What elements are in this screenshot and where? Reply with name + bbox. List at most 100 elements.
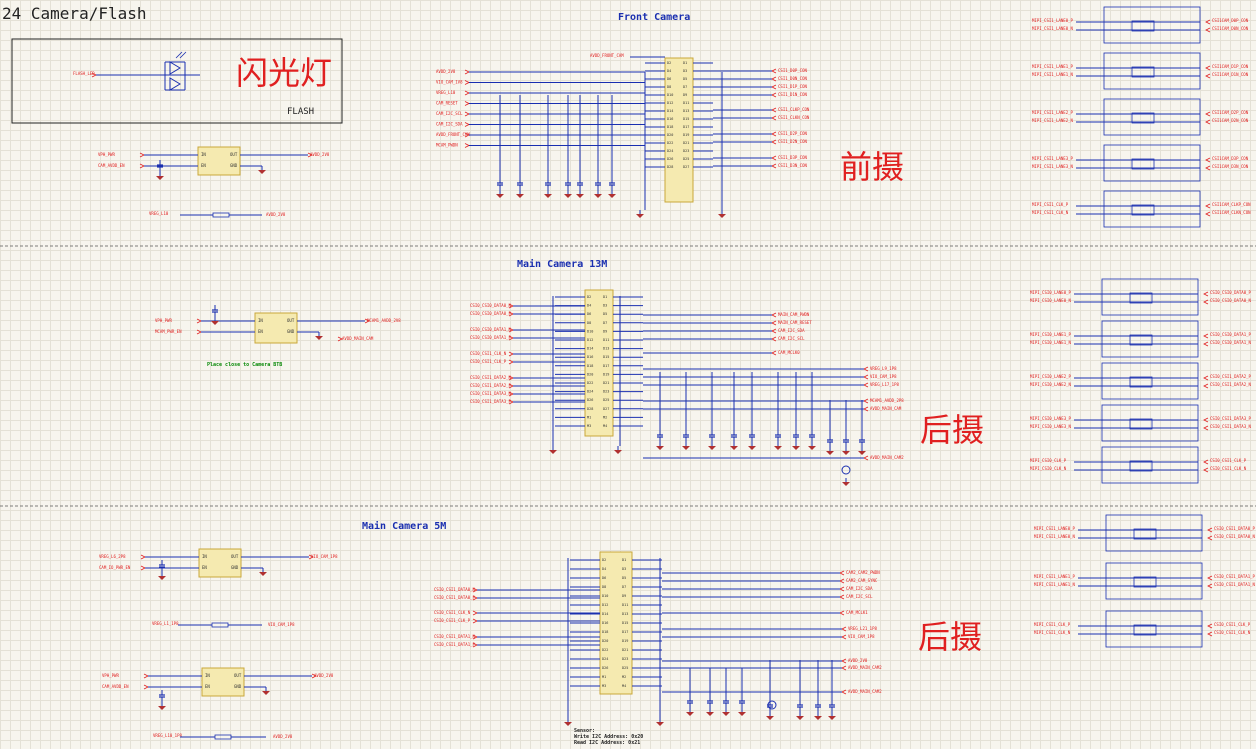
- led-symbol: [169, 61, 181, 91]
- ldo-m5a-bottom-in: VREG_L1_1P8: [152, 621, 179, 626]
- main5-pin: D1: [622, 558, 626, 562]
- ldo-top-gnd: [258, 170, 266, 174]
- front-left-port: [464, 111, 470, 117]
- ldo-m13-out2: AVDD_MAIN_CAM: [342, 336, 374, 341]
- main5-pin: D22: [602, 648, 608, 652]
- main13-filter-filter-frame: [1101, 446, 1199, 484]
- main13-filter-common-mode-choke: [1129, 376, 1153, 388]
- front-filter-out-net: CSI1CAM_D0N_CON: [1212, 26, 1249, 31]
- front-filter-port: [1205, 203, 1211, 209]
- front-right-port: [771, 76, 777, 82]
- main13-pin: D8: [587, 321, 591, 325]
- main5-conn-gnd: [656, 722, 664, 726]
- main5-decap-gnd: [738, 712, 746, 716]
- flash-box: [11, 38, 343, 124]
- main5-zh: 后摄: [918, 618, 983, 656]
- front-pin: D16: [667, 117, 673, 121]
- main5-note-write: Write I2C Address: 0x20: [574, 734, 644, 740]
- ldo-pin-label: IN: [201, 152, 206, 157]
- ldo-m13-port: [337, 336, 343, 342]
- front-filter-common-mode-choke: [1131, 158, 1155, 170]
- front-filter-filter-frame: [1103, 52, 1201, 90]
- flash-label: FLASH: [287, 107, 315, 117]
- main13-pin: M3: [587, 424, 591, 428]
- main5-pin: D15: [622, 621, 628, 625]
- main13-pin: D17: [603, 364, 609, 368]
- main5-decap-gnd: [686, 712, 694, 716]
- main5-left-port: [472, 610, 478, 616]
- front-right-net: CSI1_D3P_CON: [778, 155, 807, 160]
- front-filter-port: [1205, 165, 1211, 171]
- front-pin: D19: [683, 133, 689, 137]
- ldo-m5a-net-out: VIO_CAM_1P8: [311, 554, 338, 559]
- main13-filter-out-net: CSI0_CSI1_CLK_N: [1210, 466, 1247, 471]
- main5-pin: D10: [602, 594, 608, 598]
- front-pin: D21: [683, 141, 689, 145]
- main5-filter-in-net: MIPI_CSI1_LANE0_N: [1034, 534, 1076, 539]
- main5-pin: M1: [602, 675, 606, 679]
- main13-decap-gnd: [656, 446, 664, 450]
- main13-left-net: CSI0_CSI1_DATA2_P: [470, 383, 512, 388]
- main5-pin: D25: [622, 666, 628, 670]
- ldo-pin-label: OUT: [230, 152, 238, 157]
- front-filter-common-mode-choke: [1131, 66, 1155, 78]
- main5-filter-in-net: MIPI_CSI1_LANE0_P: [1034, 526, 1076, 531]
- main13-filter-in-net: MIPI_CSI0_CLK_P: [1030, 458, 1067, 463]
- front-right-net: CSI1_D3N_CON: [778, 163, 807, 168]
- main5-pin: D21: [622, 648, 628, 652]
- main5-pin: D13: [622, 612, 628, 616]
- main5-right-net: AVDD_2V8: [848, 658, 868, 663]
- main13-filter-in-net: MIPI_CSI0_LANE3_P: [1030, 416, 1072, 421]
- main13-right-port: [863, 455, 869, 461]
- ldo-m5b-port-in: [143, 684, 149, 690]
- main13-decap-gnd: [730, 446, 738, 450]
- front-filter-common-mode-choke: [1131, 112, 1155, 124]
- main13-filter-port: [1203, 333, 1209, 339]
- main13-filter-out-net: CSI0_CSI1_DATA3_P: [1210, 416, 1252, 421]
- front-left-net: CAM_RESET: [436, 101, 458, 106]
- main5-filter-in-net: MIPI_CSI1_LANE1_P: [1034, 574, 1076, 579]
- main13-connector: [584, 289, 614, 437]
- front-right-net: CSI1_CLKP_CON: [778, 107, 810, 112]
- main13-pin: D14: [587, 347, 593, 351]
- front-left-net: CAM_I2C_SDA: [436, 122, 463, 127]
- main13-right-port: [771, 350, 777, 356]
- main13-filter-filter-frame: [1101, 362, 1199, 400]
- main13-left-net: CSI0_CSI1_CLK_P: [470, 359, 507, 364]
- main13-right-net: AVDD_MAIN_CAM: [870, 406, 902, 411]
- main5-filter-out-net: CSI0_CSI1_CLK_P: [1214, 622, 1251, 627]
- main5-right-port: [841, 689, 847, 695]
- front-left-port: [464, 69, 470, 75]
- main5-right-net: CAM_I2C_SCL: [846, 594, 873, 599]
- main5-right-port: [841, 626, 847, 632]
- main13-right-net: MAIN_CAM_PWDN: [778, 312, 810, 317]
- main5-pin: D5: [622, 576, 626, 580]
- main13-filter-in-net: MIPI_CSI0_LANE0_P: [1030, 290, 1072, 295]
- main5-filter-out-net: CSI0_CSI1_DATA1_P: [1214, 574, 1256, 579]
- main5-left-net: CSI0_CSI1_DATA0_P: [434, 595, 476, 600]
- main13-conn-gnd: [614, 450, 622, 454]
- main5-pin: D3: [622, 567, 626, 571]
- front-decap-gnd: [496, 194, 504, 198]
- main5-pin: D7: [622, 585, 626, 589]
- ldo-pin-label: OUT: [287, 318, 295, 323]
- front-filter-in-net: MIPI_CSI1_CLK_N: [1032, 210, 1069, 215]
- front-right-port: [771, 92, 777, 98]
- main5-filter-port: [1207, 527, 1213, 533]
- main13-filter-out-net: CSI0_CSI1_DATA2_N: [1210, 382, 1252, 387]
- main5-filter-port: [1207, 623, 1213, 629]
- main13-pin: D25: [603, 398, 609, 402]
- main5-right-net: VREG_L21_1P8: [848, 626, 877, 631]
- front-left-net: MCAM_PWDN: [436, 143, 458, 148]
- main13-right-net: VREG_L17_1P8: [870, 382, 899, 387]
- main13-filter-filter-frame: [1101, 320, 1199, 358]
- main5-esd: [767, 700, 777, 710]
- front-left-port: [464, 143, 470, 148]
- main5-pin: D8: [602, 585, 606, 589]
- main5-filter-port: [1207, 575, 1213, 581]
- front-filter-port: [1205, 111, 1211, 117]
- front-filter-out-net: CSI1CAM_D1P_CON: [1212, 64, 1249, 69]
- main13-filter-in-net: MIPI_CSI0_LANE2_N: [1030, 382, 1072, 387]
- main5-pin: D17: [622, 630, 628, 634]
- main13-left-net: CSI0_CSI1_DATA2_N: [470, 375, 512, 380]
